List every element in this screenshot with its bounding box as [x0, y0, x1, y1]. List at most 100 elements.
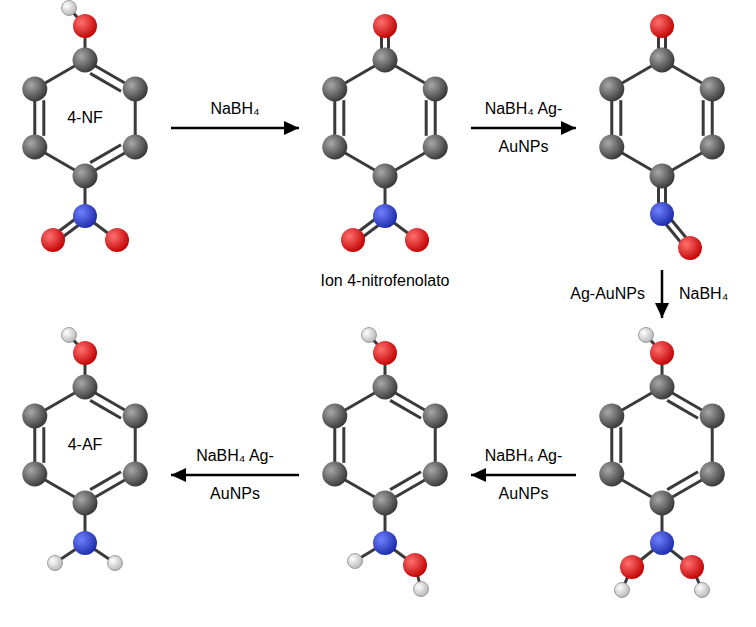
atom-sphere — [322, 77, 347, 102]
atom-sphere — [373, 204, 397, 228]
chemical-bond — [667, 472, 698, 490]
molecule: 4-AF — [5, 322, 165, 604]
atom-sphere — [123, 404, 148, 429]
atom-sphere — [373, 48, 398, 73]
chemical-bond — [342, 427, 345, 463]
reagent-label: NaBH₄ — [189, 90, 281, 128]
atom-sphere — [105, 228, 129, 252]
molecule: Ion 4-nitrofenolato — [305, 0, 465, 292]
reaction-arrow — [471, 127, 576, 130]
atom-sphere — [678, 236, 702, 260]
chemical-bond — [619, 100, 622, 136]
reagent-label: Ag-AuNPs NaBH₄ — [570, 284, 728, 304]
atom-sphere — [650, 202, 674, 226]
molecule — [582, 322, 742, 604]
atom-sphere — [322, 462, 347, 487]
atom-sphere — [373, 375, 398, 400]
atom-sphere — [700, 462, 725, 487]
chemical-bond — [619, 427, 622, 463]
chemical-bond — [90, 472, 121, 490]
atom-sphere — [73, 14, 97, 38]
atom-sphere — [650, 48, 675, 73]
atom-sphere — [373, 531, 397, 555]
chemical-bond — [342, 100, 345, 136]
atom-sphere — [341, 228, 365, 252]
atom-sphere — [650, 375, 675, 400]
chemical-bond — [90, 400, 121, 418]
atom-sphere — [599, 135, 624, 160]
reaction-arrow — [471, 474, 576, 477]
atom-sphere — [695, 583, 710, 598]
atom-sphere — [22, 135, 47, 160]
atom-sphere — [650, 164, 675, 189]
molecule-model — [582, 322, 742, 604]
atom-sphere — [73, 164, 98, 189]
atom-sphere — [639, 328, 654, 343]
molecule-model — [305, 322, 465, 604]
chemical-bond — [390, 400, 421, 418]
atom-sphere — [22, 77, 47, 102]
reagent-label: NaBH₄ Ag-AuNPs — [478, 90, 570, 166]
atom-sphere — [599, 404, 624, 429]
atom-sphere — [403, 553, 427, 577]
chemical-bond — [702, 100, 705, 136]
chemical-bond — [90, 145, 121, 163]
atom-sphere — [680, 555, 704, 579]
atom-sphere — [73, 48, 98, 73]
molecule-model — [5, 322, 165, 604]
chemical-bond — [425, 100, 428, 136]
atom-sphere — [423, 77, 448, 102]
compound-name: 4-AF — [68, 436, 103, 454]
atom-sphere — [700, 404, 725, 429]
atom-sphere — [73, 491, 98, 516]
atom-sphere — [423, 462, 448, 487]
atom-sphere — [423, 404, 448, 429]
atom-sphere — [322, 135, 347, 160]
reaction-arrow — [171, 127, 299, 130]
chemical-bond — [42, 427, 45, 463]
molecule-model — [582, 0, 742, 266]
chemical-bond — [667, 400, 698, 418]
atom-sphere — [700, 135, 725, 160]
atom-sphere — [108, 556, 123, 571]
atom-sphere — [650, 491, 675, 516]
chemical-bond — [42, 100, 45, 136]
chemical-bond — [90, 73, 121, 91]
atom-sphere — [414, 582, 429, 597]
atom-sphere — [48, 556, 63, 571]
atom-sphere — [423, 135, 448, 160]
atom-sphere — [373, 491, 398, 516]
atom-sphere — [73, 531, 97, 555]
atom-sphere — [599, 77, 624, 102]
atom-sphere — [123, 135, 148, 160]
atom-sphere — [73, 341, 97, 365]
atom-sphere — [322, 404, 347, 429]
atom-sphere — [700, 77, 725, 102]
atom-sphere — [22, 462, 47, 487]
atom-sphere — [22, 404, 47, 429]
molecule: 4-NF — [5, 0, 165, 262]
atom-sphere — [123, 77, 148, 102]
molecule — [305, 322, 465, 604]
reagent-label: NaBH₄ Ag-AuNPs — [478, 437, 570, 513]
atom-sphere — [615, 583, 630, 598]
atom-sphere — [362, 328, 377, 343]
atom-sphere — [373, 164, 398, 189]
atom-sphere — [62, 1, 77, 16]
reagent-label: NaBH₄ Ag-AuNPs — [189, 437, 281, 513]
atom-sphere — [123, 462, 148, 487]
atom-sphere — [41, 228, 65, 252]
atom-sphere — [650, 531, 674, 555]
atom-sphere — [73, 375, 98, 400]
reaction-arrow — [171, 474, 299, 477]
atom-sphere — [348, 554, 363, 569]
molecule-model — [5, 0, 165, 262]
molecule-model — [305, 0, 465, 292]
compound-caption: Ion 4-nitrofenolato — [321, 272, 450, 290]
molecule — [582, 0, 742, 266]
atom-sphere — [373, 341, 397, 365]
atom-sphere — [650, 14, 674, 38]
atom-sphere — [62, 328, 77, 343]
